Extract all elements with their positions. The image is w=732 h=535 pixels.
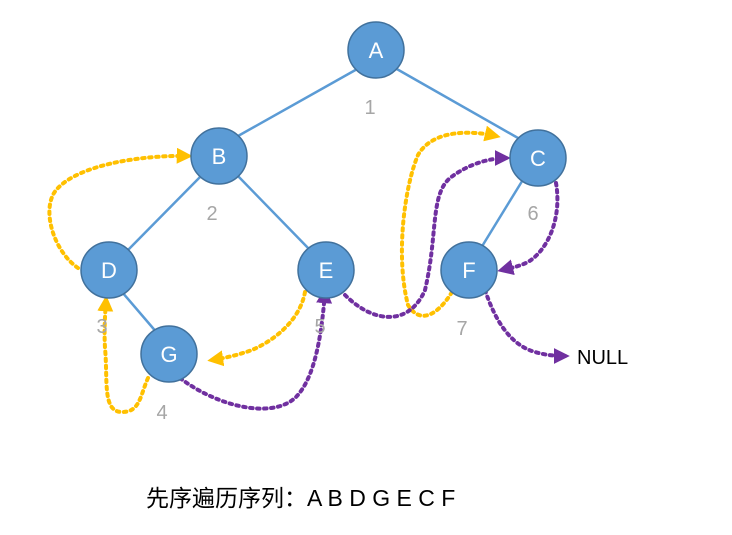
- node-label-f: F: [462, 258, 475, 283]
- node-label-d: D: [101, 258, 117, 283]
- null-label: NULL: [577, 347, 628, 369]
- edge-a-c: [394, 66, 519, 140]
- thread-f-to-null: [483, 288, 570, 364]
- successor-threads: [178, 150, 570, 411]
- order-label-c: 6: [527, 203, 538, 225]
- thread-d-to-b: [47, 147, 193, 270]
- thread-e-to-c: [343, 150, 511, 319]
- order-label-a: 1: [364, 97, 375, 119]
- node-label-c: C: [530, 146, 546, 171]
- thread-g-to-e: [178, 287, 333, 411]
- tree-node-f: F: [440, 241, 498, 299]
- edge-d-g: [121, 291, 159, 335]
- tree-node-d: D: [80, 241, 138, 299]
- node-label-b: B: [212, 144, 227, 169]
- node-label-e: E: [319, 258, 334, 283]
- node-label-g: G: [160, 342, 177, 367]
- edge-b-d: [127, 173, 204, 251]
- preorder-numbers: 1 2 3 4 5 6 7: [96, 97, 538, 424]
- tree-node-g: G: [140, 325, 198, 383]
- thread-g-to-d: [97, 295, 150, 415]
- tree-edges: [121, 66, 526, 335]
- order-label-g: 4: [156, 402, 167, 424]
- order-label-f: 7: [456, 318, 467, 340]
- edge-a-b: [237, 66, 360, 138]
- edge-b-e: [235, 173, 311, 251]
- thread-c-to-f: [497, 181, 560, 276]
- node-label-a: A: [369, 38, 384, 63]
- predecessor-threads: [47, 125, 501, 415]
- preorder-caption: 先序遍历序列：A B D G E C F: [146, 485, 455, 511]
- thread-e-to-g: [207, 290, 307, 367]
- order-label-d: 3: [96, 316, 107, 338]
- order-label-b: 2: [206, 203, 217, 225]
- tree-node-b: B: [190, 127, 248, 185]
- edge-c-f: [479, 177, 526, 249]
- thread-f-to-c: [399, 125, 501, 318]
- order-label-e: 5: [314, 316, 325, 338]
- tree-node-a: A: [347, 21, 405, 79]
- tree-node-e: E: [297, 241, 355, 299]
- tree-node-c: C: [509, 129, 567, 187]
